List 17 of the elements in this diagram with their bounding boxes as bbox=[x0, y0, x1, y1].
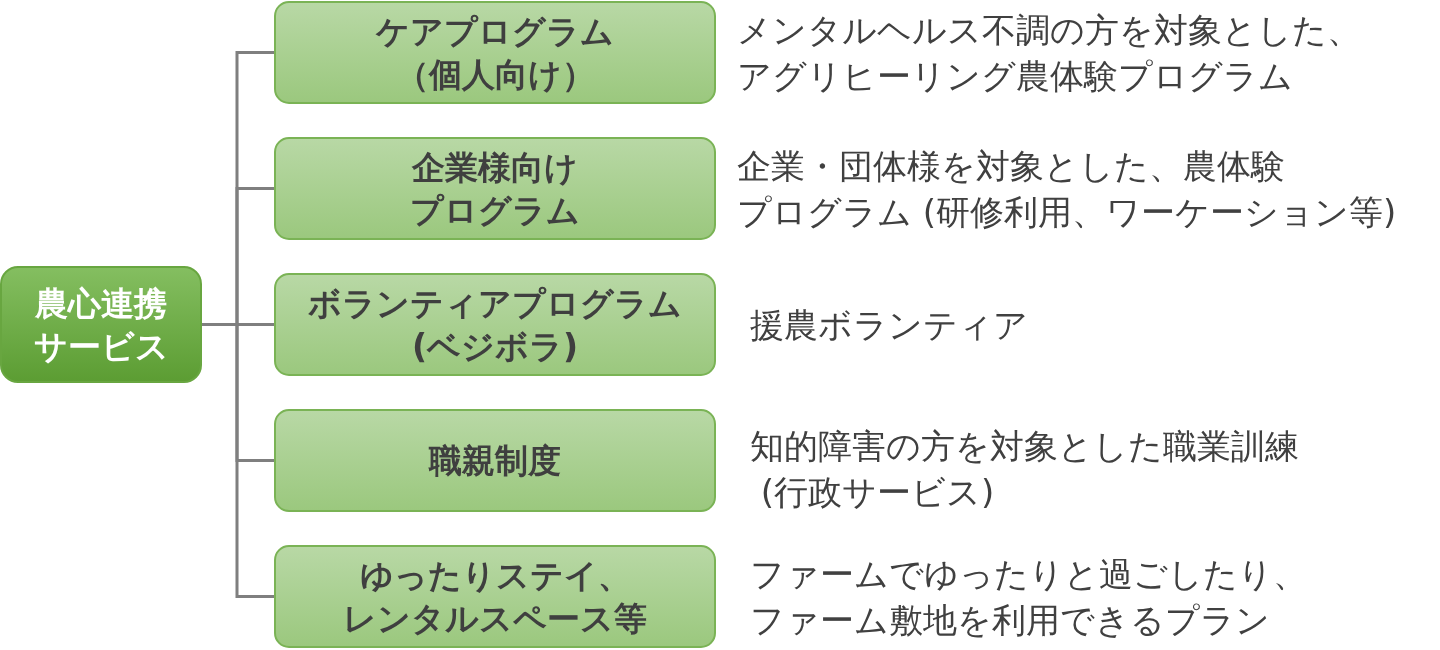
program-title: ゆったりステイ、レンタルスペース等 bbox=[343, 554, 647, 640]
program-description: ファームでゆったりと過ごしたり、ファーム敷地を利用できるプラン bbox=[750, 552, 1307, 642]
program-description: 知的障害の方を対象とした職業訓練 (行政サービス) bbox=[750, 424, 1299, 514]
program-box bbox=[274, 545, 716, 648]
program-box bbox=[274, 1, 716, 104]
service-hub-box bbox=[0, 266, 202, 383]
program-title: ボランティアプログラム(ベジボラ) bbox=[308, 282, 682, 368]
program-description: メンタルヘルス不調の方を対象とした、アグリヒーリング農体験プログラム bbox=[737, 8, 1361, 98]
program-description: 企業・団体様を対象とした、農体験プログラム (研修利用、ワーケーション等) bbox=[737, 144, 1397, 234]
program-box bbox=[274, 273, 716, 376]
program-description: 援農ボランティア bbox=[750, 303, 1028, 347]
service-title: 農心連携サービス bbox=[33, 282, 169, 368]
program-box bbox=[274, 409, 716, 512]
program-box bbox=[274, 137, 716, 240]
program-title: 企業様向けプログラム bbox=[410, 146, 580, 232]
program-title: ケアプログラム（個人向け） bbox=[376, 10, 614, 96]
program-title: 職親制度 bbox=[429, 440, 561, 482]
